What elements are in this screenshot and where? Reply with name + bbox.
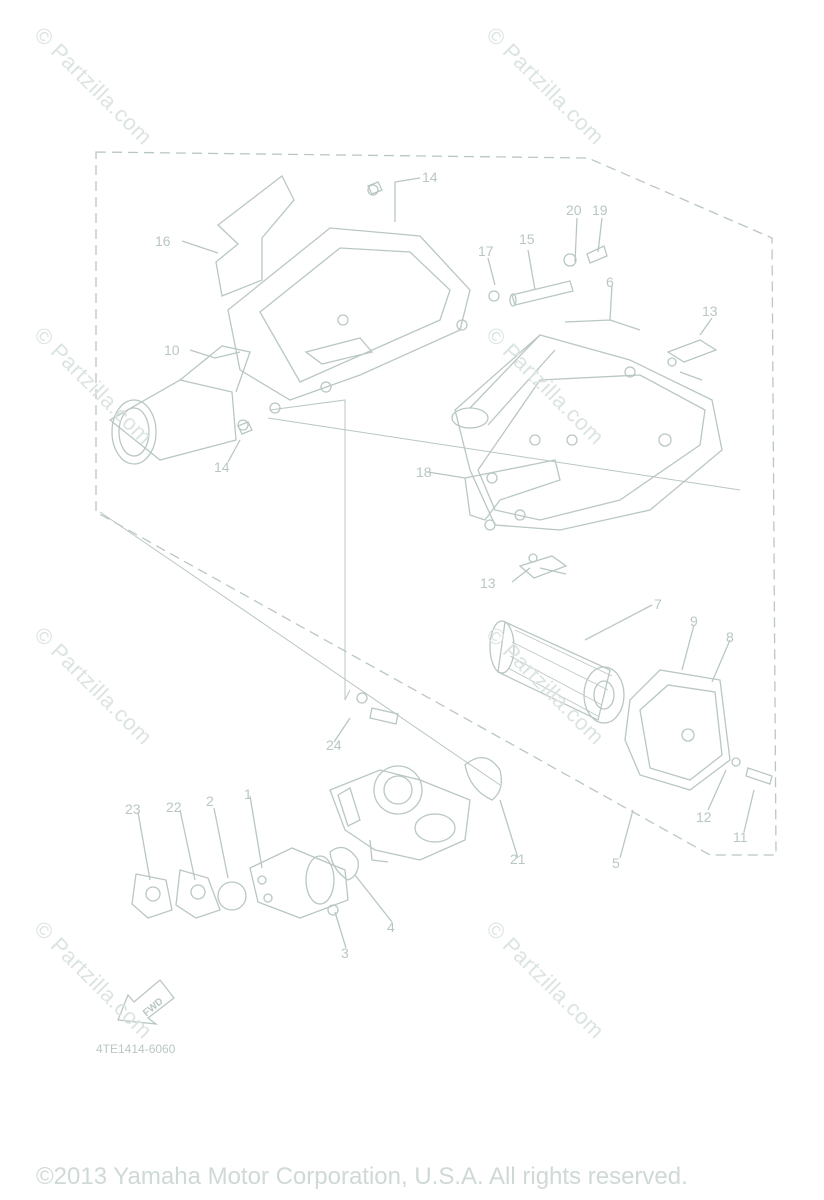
- callout-5: 5: [612, 855, 620, 871]
- part-18-gasket: [464, 459, 561, 521]
- part-11-bolt: [745, 767, 773, 785]
- part-22-gasket: [175, 869, 221, 919]
- leader-lines: [137, 177, 755, 949]
- assembly-boundary: [95, 151, 777, 856]
- callout-3: 3: [341, 945, 349, 961]
- part-21-clamp: [464, 757, 503, 801]
- callout-24: 24: [326, 737, 342, 753]
- callout-14: 14: [214, 459, 230, 475]
- callout-15: 15: [519, 231, 535, 247]
- callout-9: 9: [690, 613, 698, 629]
- callout-12: 12: [696, 809, 712, 825]
- callout-13: 13: [480, 575, 496, 591]
- callout-17: 17: [478, 243, 494, 259]
- part-17-clip: [488, 290, 500, 302]
- part-20-clamp: [563, 253, 577, 267]
- carburetor: [329, 765, 471, 863]
- fwd-arrow-icon: [117, 979, 175, 1025]
- part-15-rod: [509, 280, 574, 307]
- callout-23: 23: [125, 801, 141, 817]
- part-upper-case: [227, 184, 471, 431]
- part-7-filter-element: [489, 620, 625, 724]
- part-1-intake-joint: [249, 847, 349, 919]
- copyright-notice: ©2013 Yamaha Motor Corporation, U.S.A. A…: [36, 1163, 688, 1190]
- callout-10: 10: [164, 342, 180, 358]
- callout-14: 14: [422, 169, 438, 185]
- part-9-cap: [624, 669, 731, 791]
- callout-2: 2: [206, 793, 214, 809]
- callout-8: 8: [726, 629, 734, 645]
- assembly-guide-lines: [99, 399, 741, 786]
- callout-1: 1: [244, 786, 252, 802]
- part-23-gasket: [131, 873, 173, 919]
- part-3-screw: [327, 904, 339, 916]
- part-8-cover: [639, 684, 723, 781]
- callout-6: 6: [606, 274, 614, 290]
- part-2-o-ring: [217, 881, 247, 911]
- callout-7: 7: [654, 596, 662, 612]
- diagram-code: 4TE1414-6060: [96, 1042, 176, 1056]
- callout-19: 19: [592, 202, 608, 218]
- callout-18: 18: [416, 464, 432, 480]
- part-12-washer: [731, 757, 741, 767]
- callout-11: 11: [733, 829, 748, 845]
- part-4-clamp: [329, 846, 359, 881]
- callout-20: 20: [566, 202, 582, 218]
- callout-4: 4: [387, 919, 395, 935]
- part-13-screws: [518, 339, 718, 579]
- part-6-lower-case: [451, 334, 723, 531]
- callout-21: 21: [510, 851, 526, 867]
- part-19-plug: [586, 245, 608, 264]
- part-16-cover: [215, 175, 295, 297]
- callout-13: 13: [702, 303, 718, 319]
- callout-22: 22: [166, 799, 182, 815]
- part-14-nuts: [237, 181, 383, 435]
- callout-16: 16: [155, 233, 171, 249]
- part-24-screw: [356, 692, 399, 725]
